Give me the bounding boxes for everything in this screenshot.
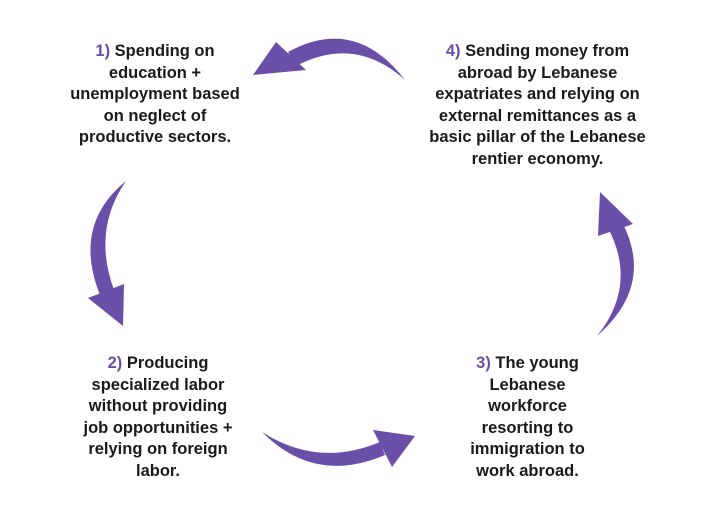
step-2-number: 2)	[107, 354, 123, 372]
arrow-3-to-4	[597, 192, 634, 336]
step-3-text: The young Lebanese workforce resorting t…	[470, 354, 585, 480]
step-1-text: Spending on education + unemployment bas…	[70, 42, 240, 146]
step-4: 4) Sending money from abroad by Lebanese…	[420, 41, 655, 170]
arrow-1-to-2	[88, 181, 126, 326]
step-4-number: 4)	[445, 42, 461, 60]
step-2: 2) Producing specialized labor without p…	[78, 353, 238, 482]
step-1: 1) Spending on education + unemployment …	[70, 41, 240, 149]
step-4-text: Sending money from abroad by Lebanese ex…	[429, 42, 646, 168]
arrow-4-to-1	[253, 38, 405, 80]
step-1-number: 1)	[95, 42, 111, 60]
step-3: 3) The young Lebanese workforce resortin…	[460, 353, 595, 482]
step-2-text: Producing specialized labor without prov…	[83, 354, 233, 480]
arrow-2-to-3	[262, 430, 415, 467]
step-3-number: 3)	[476, 354, 491, 372]
